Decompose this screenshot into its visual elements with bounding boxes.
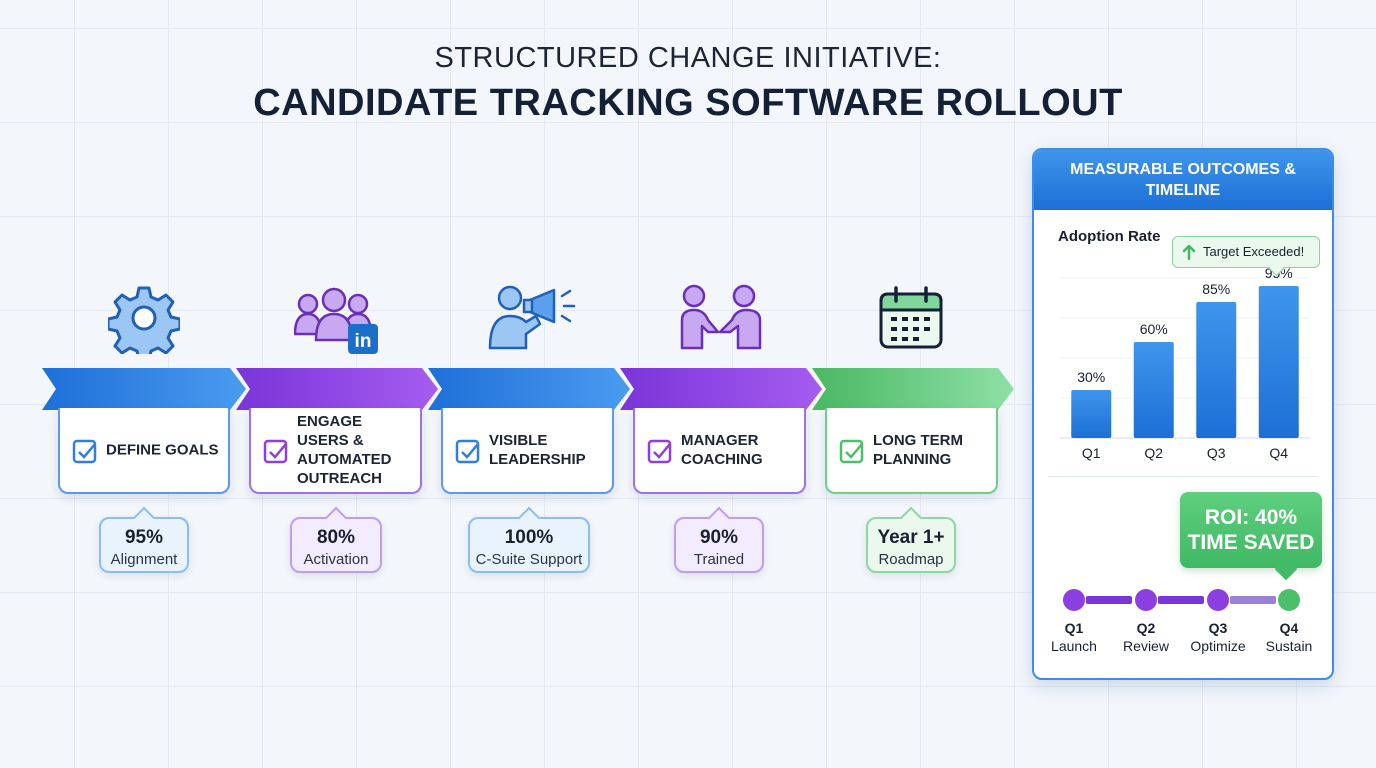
ribbon-segment-5 (812, 368, 1014, 410)
stat-callout-alignment: 95% Alignment (99, 517, 189, 573)
stat-label: Trained (693, 551, 745, 568)
checkbox-icon (72, 439, 97, 464)
stat-label: Roadmap (878, 551, 944, 568)
timeline-quarter: Q2 (1136, 620, 1156, 636)
step-label: VISIBLE LEADERSHIP (489, 432, 586, 468)
ribbon-segment-1 (42, 368, 246, 410)
timeline-connector (1158, 596, 1204, 604)
timeline-phase: Optimize (1190, 638, 1246, 654)
ribbon-segment-4 (620, 368, 822, 410)
bar-data-label: 30% (1077, 369, 1105, 385)
roi-line-1: ROI: 40% (1204, 506, 1298, 529)
gear-icon (108, 286, 180, 354)
timeline-dot-q1 (1063, 589, 1085, 611)
timeline-phase: Review (1123, 638, 1169, 654)
stat-value: 90% (699, 527, 739, 548)
stat-value: Year 1+ (877, 527, 945, 548)
step-card-long-term-planning: LONG TERM PLANNING (825, 408, 998, 494)
timeline-dot-q3 (1207, 589, 1229, 611)
roi-line-2: TIME SAVED (1187, 531, 1315, 554)
bar-q1 (1071, 390, 1112, 438)
stat-value: 100% (504, 527, 554, 548)
calendar-icon (879, 286, 943, 349)
timeline-quarter: Q4 (1279, 620, 1299, 636)
checkbox-icon (839, 439, 864, 464)
ribbon-segment-2 (236, 368, 438, 410)
title-line-2: CANDIDATE TRACKING SOFTWARE ROLLOUT (253, 82, 1123, 124)
x-tick-label: Q1 (1082, 445, 1101, 461)
timeline-phase: Sustain (1265, 638, 1313, 654)
step-card-visible-leadership: VISIBLE LEADERSHIP (441, 408, 614, 494)
panel-divider (1048, 476, 1318, 477)
timeline-phase: Launch (1051, 638, 1097, 654)
timeline-connector (1086, 596, 1132, 604)
bar-q3 (1196, 302, 1237, 438)
stat-callout-trained: 90% Trained (674, 517, 764, 573)
process-ribbon (42, 368, 1014, 410)
users-linkedin-icon: in (294, 287, 378, 354)
target-exceeded-badge: Target Exceeded! (1172, 236, 1320, 268)
step-card-manager-coaching: MANAGER COACHING (633, 408, 806, 494)
bar-q2 (1133, 342, 1174, 438)
timeline-quarter: Q1 (1064, 620, 1084, 636)
stat-label: Activation (303, 551, 369, 568)
step-label: DEFINE GOALS (106, 441, 219, 459)
stat-label: C-Suite Support (475, 551, 583, 568)
outcomes-panel: MEASURABLE OUTCOMES & TIMELINE Adoption … (1032, 148, 1334, 680)
bar-q4 (1258, 286, 1299, 438)
stat-callout-activation: 80% Activation (290, 517, 382, 573)
step-label: LONG TERM PLANNING (873, 432, 963, 468)
checkbox-icon (455, 439, 480, 464)
stat-callout-csuite: 100% C-Suite Support (468, 517, 590, 573)
checkbox-icon (263, 439, 288, 464)
megaphone-icon (488, 285, 576, 350)
ribbon-segment-3 (428, 368, 630, 410)
arrow-up-icon (1182, 244, 1196, 260)
x-tick-label: Q4 (1269, 445, 1288, 461)
timeline-dot-q4 (1278, 589, 1300, 611)
roi-callout: ROI: 40% TIME SAVED (1180, 492, 1322, 568)
checkbox-icon (647, 439, 672, 464)
handshake-icon (680, 284, 762, 350)
timeline-dot-q2 (1135, 589, 1157, 611)
stat-label: Alignment (110, 551, 178, 568)
title-line-1: STRUCTURED CHANGE INITIATIVE: (434, 42, 942, 74)
bar-data-label: 60% (1140, 321, 1168, 337)
adoption-rate-title: Adoption Rate (1058, 228, 1161, 245)
stat-value: 80% (316, 527, 356, 548)
step-label: MANAGER COACHING (681, 432, 763, 468)
step-card-engage-users: ENGAGE USERS & AUTOMATED OUTREACH (249, 408, 422, 494)
timeline-connector (1230, 596, 1276, 604)
stat-callout-roadmap: Year 1+ Roadmap (866, 517, 956, 573)
x-tick-label: Q2 (1144, 445, 1163, 461)
badge-text: Target Exceeded! (1203, 244, 1305, 259)
bar-data-label: 85% (1202, 281, 1230, 297)
outcomes-panel-header: MEASURABLE OUTCOMES & TIMELINE (1034, 150, 1332, 210)
svg-text:in: in (355, 331, 372, 352)
step-card-define-goals: DEFINE GOALS (58, 408, 230, 494)
step-label: ENGAGE USERS & AUTOMATED OUTREACH (297, 413, 392, 487)
x-tick-label: Q3 (1207, 445, 1226, 461)
stat-value: 95% (124, 527, 164, 548)
timeline-quarter: Q3 (1208, 620, 1228, 636)
